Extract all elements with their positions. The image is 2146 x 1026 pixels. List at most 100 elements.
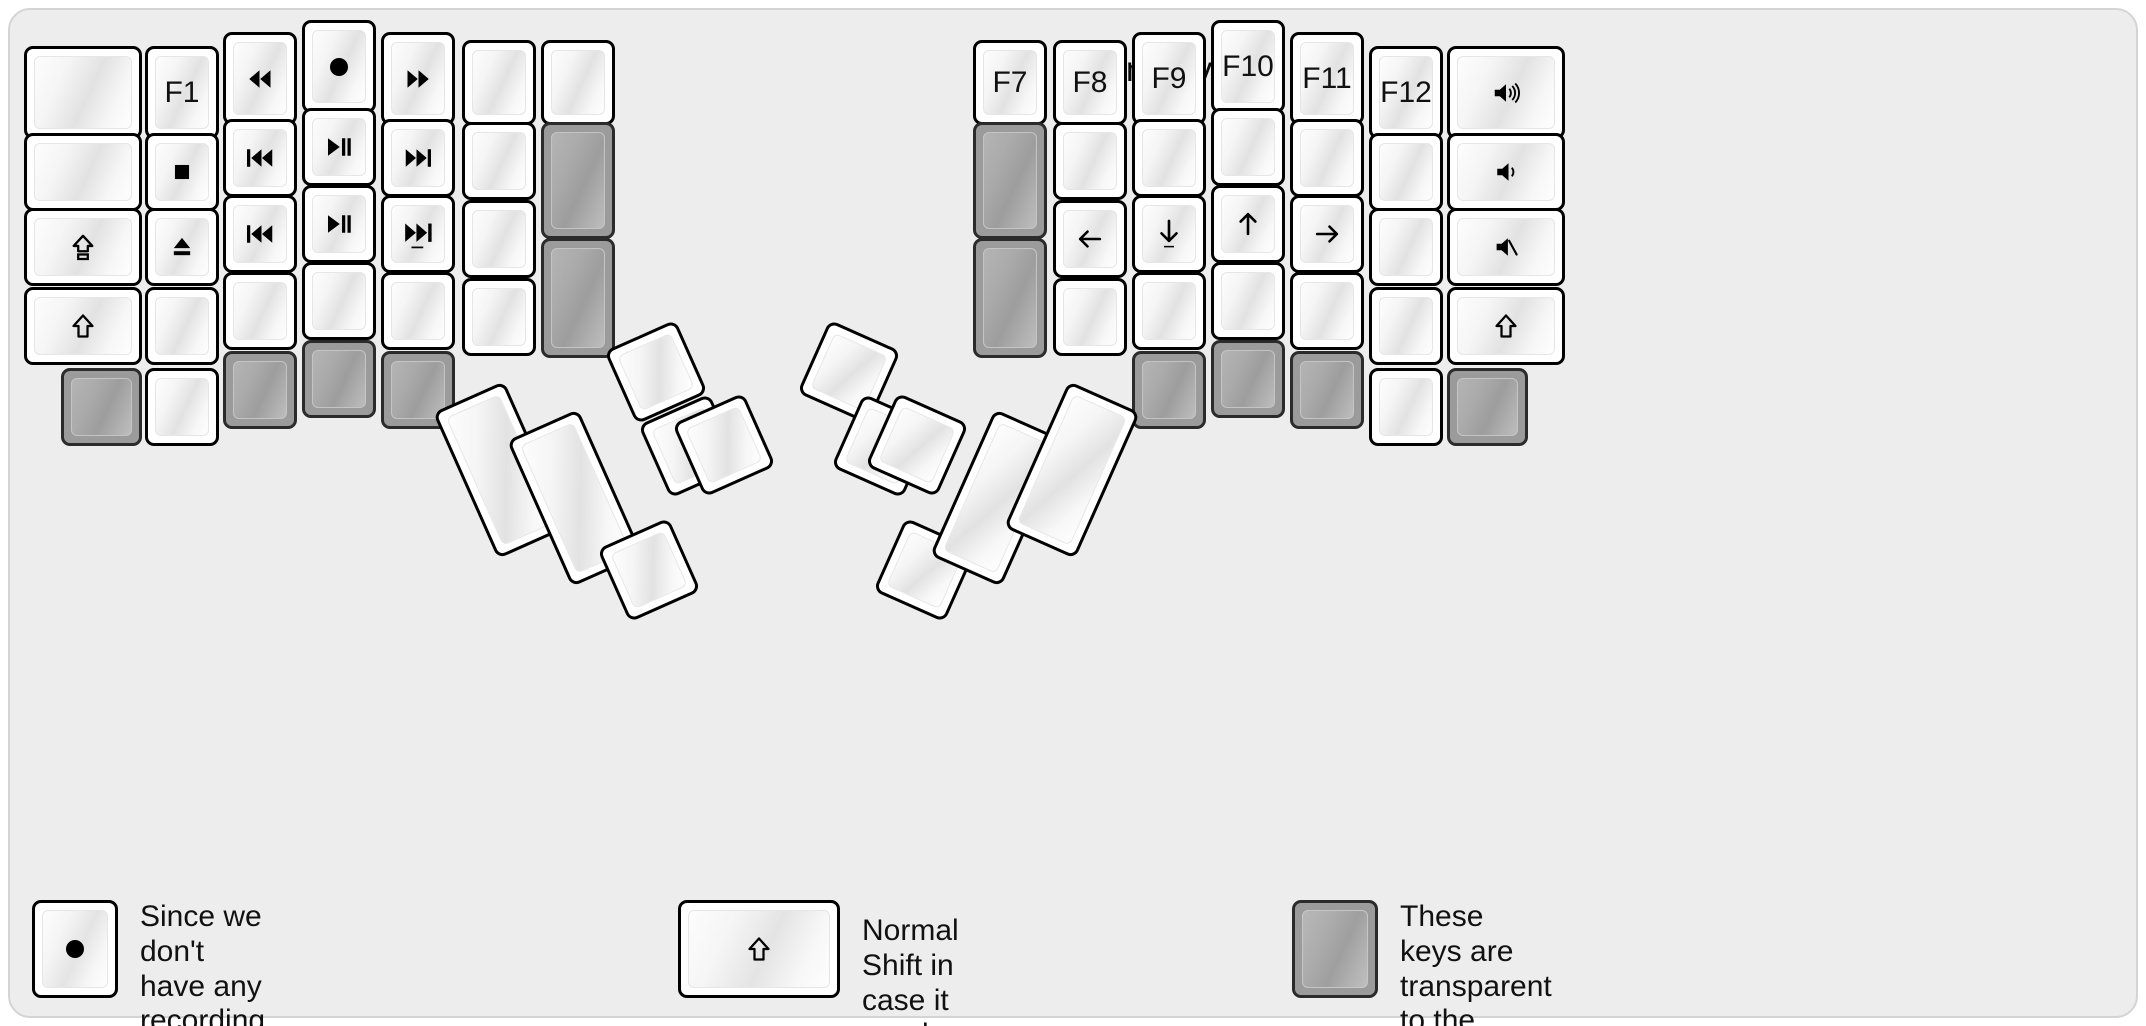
key-cap	[983, 132, 1037, 229]
key-cap	[1221, 118, 1275, 176]
key[interactable]	[1369, 368, 1443, 446]
legend-description: These keys are transparent to the layout…	[1400, 900, 1552, 1026]
key[interactable]	[1053, 278, 1127, 356]
key[interactable]	[223, 32, 297, 125]
key-cap	[551, 50, 605, 115]
transparent-key[interactable]	[1447, 368, 1528, 446]
transparent-key[interactable]	[61, 368, 142, 446]
key-f12[interactable]: F12	[1369, 46, 1443, 139]
key[interactable]	[145, 133, 219, 211]
key[interactable]	[541, 40, 615, 125]
key-cap	[1379, 297, 1433, 355]
transparent-key[interactable]	[1290, 351, 1364, 429]
transparent-key[interactable]	[302, 340, 376, 418]
key[interactable]	[24, 287, 142, 365]
key-cap	[312, 272, 366, 330]
key[interactable]	[145, 368, 219, 446]
key-cap	[155, 297, 209, 355]
transparent-key[interactable]	[223, 351, 297, 429]
key[interactable]	[302, 185, 376, 263]
key[interactable]	[223, 119, 297, 197]
key[interactable]	[381, 272, 455, 350]
key[interactable]	[1211, 185, 1285, 263]
key[interactable]	[1290, 119, 1364, 197]
key-cap	[1457, 297, 1555, 355]
key[interactable]	[1132, 195, 1206, 273]
key-cap	[233, 42, 287, 115]
key-cap	[391, 361, 445, 419]
key[interactable]	[24, 208, 142, 286]
transparent-key[interactable]	[973, 238, 1047, 358]
key[interactable]	[462, 40, 536, 125]
arrow-up-icon	[1233, 208, 1263, 240]
key[interactable]	[462, 122, 536, 200]
key-cap	[983, 248, 1037, 348]
key-cap	[312, 195, 366, 253]
key-f10[interactable]: F10	[1211, 20, 1285, 113]
key[interactable]	[1053, 200, 1127, 278]
key[interactable]	[462, 278, 536, 356]
key-cap	[472, 288, 526, 346]
key[interactable]	[302, 20, 376, 113]
key[interactable]	[1447, 208, 1565, 286]
key-f8[interactable]: F8	[1053, 40, 1127, 125]
key-cap	[688, 910, 830, 988]
key-label: F12	[1380, 75, 1432, 109]
key-cap	[1063, 132, 1117, 190]
key[interactable]	[223, 195, 297, 273]
media-record-icon	[60, 934, 90, 964]
key-f11[interactable]: F11	[1290, 32, 1364, 125]
key[interactable]	[381, 195, 455, 273]
key-cap	[551, 248, 605, 348]
key[interactable]	[1369, 133, 1443, 211]
key[interactable]	[302, 262, 376, 340]
key[interactable]	[1132, 119, 1206, 197]
key[interactable]	[223, 272, 297, 350]
key[interactable]	[1369, 208, 1443, 286]
key[interactable]	[1290, 272, 1364, 350]
arrow-down-icon	[1154, 217, 1184, 251]
key-label: F9	[1151, 61, 1187, 95]
legend-sample-key	[678, 900, 840, 998]
key[interactable]	[1369, 287, 1443, 365]
key[interactable]	[381, 32, 455, 125]
key[interactable]	[145, 287, 219, 365]
key[interactable]	[1447, 133, 1565, 211]
volume-mute-icon	[1492, 232, 1520, 262]
key-cap	[1457, 56, 1555, 129]
key-f9[interactable]: F9	[1132, 32, 1206, 125]
arrow-right-icon	[1311, 219, 1343, 249]
transparent-key[interactable]	[541, 122, 615, 239]
key-cap	[42, 910, 108, 988]
transparent-key[interactable]	[541, 238, 615, 358]
key-cap	[391, 205, 445, 263]
volume-down-icon	[1492, 157, 1520, 187]
key[interactable]	[145, 208, 219, 286]
key-f1[interactable]: F1	[145, 46, 219, 139]
legend-sample-key	[32, 900, 118, 998]
transparent-key[interactable]	[1132, 351, 1206, 429]
key[interactable]	[302, 108, 376, 186]
key[interactable]	[1447, 287, 1565, 365]
key-f7[interactable]: F7	[973, 40, 1047, 125]
key[interactable]	[1211, 108, 1285, 186]
key[interactable]	[462, 200, 536, 278]
key[interactable]	[1211, 262, 1285, 340]
transparent-key[interactable]	[973, 122, 1047, 239]
key-cap	[1221, 272, 1275, 330]
key[interactable]	[1053, 122, 1127, 200]
key-cap	[155, 218, 209, 276]
shift-icon	[744, 934, 774, 964]
shift-icon	[68, 311, 98, 341]
key[interactable]	[24, 46, 142, 139]
transparent-key[interactable]	[1211, 340, 1285, 418]
key[interactable]	[1132, 272, 1206, 350]
key[interactable]	[381, 119, 455, 197]
key-cap	[878, 405, 956, 485]
key[interactable]	[24, 133, 142, 211]
key-cap	[34, 143, 132, 201]
key[interactable]	[1290, 195, 1364, 273]
volume-up-icon	[1489, 78, 1523, 108]
key[interactable]	[1447, 46, 1565, 139]
